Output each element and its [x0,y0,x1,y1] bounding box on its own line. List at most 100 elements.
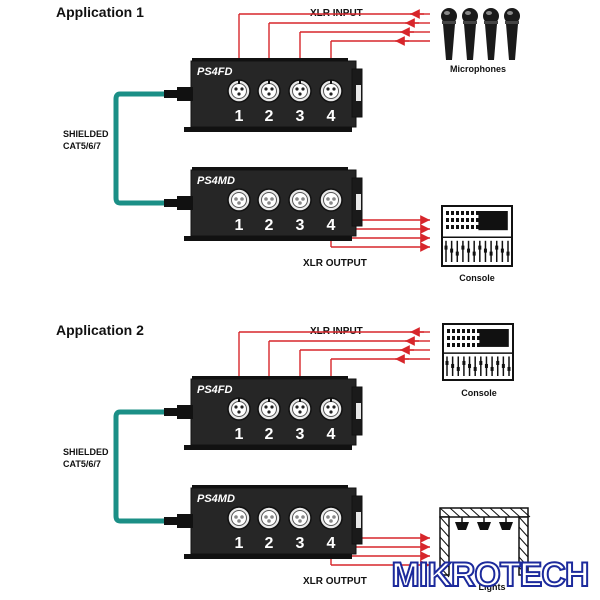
top-box-foot [184,127,352,132]
bottom-xlr-face [231,510,247,526]
bottom-box-foot [184,554,352,559]
microphone-highlight [465,11,471,15]
console-fader-cap [490,366,494,371]
top-xlr-face [261,401,277,417]
destination-label: Console [459,273,495,283]
xlr-pin [234,197,238,201]
xlr-pin-hole [270,405,274,409]
console-fader-cap [483,248,487,253]
bottom-box-model: PS4MD [197,175,235,187]
top-xlr-face [323,401,339,417]
console-knob [462,336,465,340]
console-knob [466,225,469,229]
top-side-slot [356,85,361,101]
console-knob [456,211,459,215]
xlr-latch [268,398,270,402]
console-knob [451,225,454,229]
top-rj45-port [177,405,193,419]
bottom-channel-number: 4 [327,535,336,552]
xlr-pin [237,519,241,523]
console-fader-cap [461,245,465,250]
console-fader-cap [478,245,482,250]
console-fader-cap [489,251,493,256]
xlr-pin-hole [326,405,330,409]
microphone-highlight [507,11,513,15]
xlr-pin [329,201,333,205]
console-knob [467,343,470,347]
cable-label-line-1: SHIELDED [63,447,109,457]
xlr-pin-hole [237,92,241,96]
console-fader-cap [467,248,471,253]
top-box-top-rail [192,376,348,380]
cable-plug [164,199,178,207]
console-fader-cap [455,251,459,256]
console-knob [476,211,479,215]
truss-brace [459,507,471,518]
top-xlr-face [231,401,247,417]
top-box-model: PS4FD [197,66,233,78]
truss-brace [449,507,461,518]
console-knob [446,211,449,215]
console-knob [467,329,470,333]
stage-light-icon [499,522,513,530]
xlr-pin [264,515,268,519]
console-knob [471,218,474,222]
console-fader-cap [456,366,460,371]
xlr-pin [264,197,268,201]
console-knob [457,329,460,333]
xlr-pin [295,197,299,201]
top-box-model: PS4FD [197,384,233,396]
console-fader-cap [484,363,488,368]
microphone-ring [463,21,477,24]
application-title: Application 1 [56,4,144,20]
bottom-rj45-port [177,514,193,528]
microphone-highlight [486,11,492,15]
cat-cable [113,409,177,524]
bottom-box-model: PS4MD [197,493,235,505]
xlr-pin [270,515,274,519]
bottom-channel-number: 2 [265,217,274,234]
console-fader-cap [506,251,510,256]
microphone-handle [464,24,476,60]
console-knob [446,225,449,229]
xlr-pin [240,515,244,519]
top-channel-number: 2 [265,108,274,125]
console-fader-cap [479,360,483,365]
truss-brace [518,526,529,538]
console-screen [478,211,508,231]
console-fader-cap [496,360,500,365]
cable-plug [164,90,178,98]
truss-brace [439,536,450,548]
truss-brace [519,507,531,518]
truss-brace [489,507,501,518]
source-label: Console [461,388,497,398]
bottom-channel-number: 4 [327,217,336,234]
console-knob [477,343,480,347]
microphone-handle [443,24,455,60]
bottom-channel-number: 1 [235,535,244,552]
xlr-latch [238,80,240,84]
truss-brace [469,507,481,518]
console-knob [452,336,455,340]
console-fader-cap [501,363,505,368]
console-knob [471,211,474,215]
xlr-pin-hole [332,405,336,409]
xlr-pin-hole [329,92,333,96]
bottom-side-slot [356,194,361,210]
xlr-pin [270,197,274,201]
console-knob [461,225,464,229]
destination-label: Lights [479,582,506,592]
xlr-pin-hole [237,410,241,414]
cable-label-line-2: CAT5/6/7 [63,141,101,151]
xlr-pin [326,515,330,519]
microphone-handle [485,24,497,60]
xlr-pin [301,197,305,201]
console-knob [472,343,475,347]
xlr-pin [298,201,302,205]
top-xlr-face [292,83,308,99]
cable-plug [164,408,178,416]
cable-label-line-1: SHIELDED [63,129,109,139]
bottom-channel-number: 3 [296,535,305,552]
xlr-pin [237,201,241,205]
